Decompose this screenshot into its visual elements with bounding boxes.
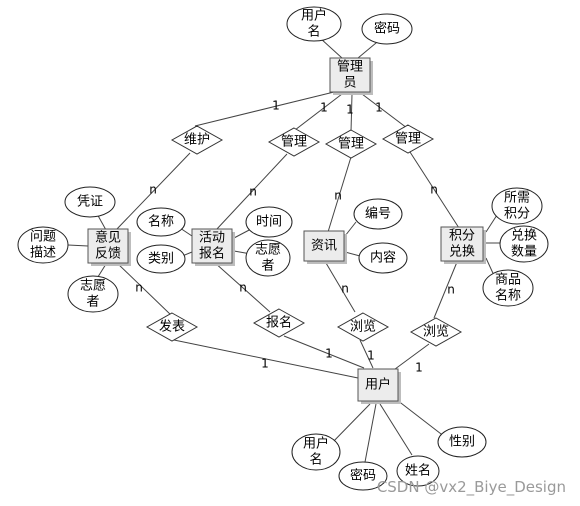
card-signup-user: 1 bbox=[325, 347, 333, 361]
attr-feedback-voucher: 凭证 bbox=[64, 186, 116, 218]
attr-user-username-line2: 名 bbox=[309, 452, 322, 468]
attr-user-name-label: 姓名 bbox=[405, 463, 431, 479]
attr-points-product-name-line2: 名称 bbox=[495, 288, 521, 304]
relationship-browse-news-label: 浏览 bbox=[350, 319, 376, 335]
attr-user-username: 用户 名 bbox=[291, 433, 341, 471]
attr-activity-time: 时间 bbox=[245, 206, 293, 238]
attr-admin-password: 密码 bbox=[361, 13, 413, 45]
attr-user-name: 姓名 bbox=[396, 455, 440, 487]
entity-admin-line1: 管理 bbox=[337, 60, 363, 75]
attr-activity-time-label: 时间 bbox=[256, 215, 282, 230]
entity-points: 积分 兑换 bbox=[440, 226, 486, 264]
card-signup-activity: n bbox=[239, 281, 247, 295]
relationship-publish: 发表 bbox=[145, 312, 199, 342]
card-maintain-admin: 1 bbox=[272, 99, 280, 113]
entity-feedback: 意见 反馈 bbox=[87, 228, 131, 266]
watermark: CSDN @vx2_Biye_Design bbox=[376, 478, 566, 496]
attr-news-number: 编号 bbox=[353, 198, 403, 230]
entity-admin: 管理 员 bbox=[329, 57, 373, 95]
attr-activity-category-label: 类别 bbox=[148, 252, 174, 267]
card-manage-activity-admin: 1 bbox=[320, 101, 328, 115]
relationship-browse-points-label: 浏览 bbox=[423, 324, 449, 340]
attr-points-exchange-qty: 兑换 数量 bbox=[499, 225, 549, 263]
entity-news-label: 资讯 bbox=[311, 239, 337, 254]
card-publish-user: 1 bbox=[261, 357, 269, 371]
card-browse-news-user: 1 bbox=[367, 349, 375, 363]
entity-feedback-line1: 意见 bbox=[95, 230, 121, 246]
attr-feedback-problem-line2: 描述 bbox=[30, 246, 56, 261]
cardinality-labels: 1 n 1 n 1 n 1 n n 1 n 1 n 1 n 1 bbox=[135, 99, 455, 375]
relationship-maintain: 维护 bbox=[170, 125, 224, 155]
card-manage-activity-activity: n bbox=[249, 185, 257, 199]
attr-activity-category: 类别 bbox=[136, 244, 186, 274]
attr-admin-username-line1: 用户 bbox=[301, 8, 327, 24]
attr-news-content-label: 内容 bbox=[370, 250, 396, 266]
attr-activity-name-label: 名称 bbox=[148, 214, 174, 230]
relationship-browse-news: 浏览 bbox=[336, 312, 390, 342]
attr-news-content: 内容 bbox=[358, 242, 408, 274]
entity-user: 用户 bbox=[357, 368, 401, 404]
attr-activity-volunteer-line2: 者 bbox=[261, 259, 274, 274]
card-manage-news-news: n bbox=[334, 189, 342, 203]
attr-user-password-label: 密码 bbox=[350, 468, 376, 484]
relationship-browse-points: 浏览 bbox=[409, 317, 463, 347]
attr-admin-password-label: 密码 bbox=[374, 21, 400, 37]
card-browse-points-user: 1 bbox=[415, 361, 423, 375]
relationship-manage-activity: 管理 bbox=[267, 127, 321, 157]
entity-activity-line1: 活动 bbox=[199, 231, 225, 246]
relationship-maintain-label: 维护 bbox=[184, 133, 210, 148]
card-browse-news-news: n bbox=[341, 282, 349, 296]
entity-user-label: 用户 bbox=[365, 377, 391, 393]
attr-points-product-name: 商品 名称 bbox=[482, 269, 534, 307]
attr-feedback-volunteer: 志愿 者 bbox=[67, 275, 119, 313]
entity-admin-line2: 员 bbox=[343, 76, 356, 91]
card-manage-points-points: n bbox=[430, 183, 438, 197]
connector-lines bbox=[67, 37, 501, 463]
card-browse-points-points: n bbox=[447, 283, 455, 297]
relationship-manage-activity-label: 管理 bbox=[281, 135, 307, 150]
entity-activity-line2: 报名 bbox=[199, 246, 225, 262]
relationship-manage-points: 管理 bbox=[381, 124, 435, 154]
attr-admin-username: 用户 名 bbox=[286, 6, 342, 42]
attr-points-required-line1: 所需 bbox=[504, 191, 530, 206]
attr-feedback-voucher-label: 凭证 bbox=[77, 195, 103, 210]
entity-activity: 活动 报名 bbox=[191, 228, 235, 266]
attr-feedback-problem-line1: 问题 bbox=[30, 230, 56, 245]
attr-feedback-volunteer-line2: 者 bbox=[86, 295, 99, 310]
attr-news-number-label: 编号 bbox=[365, 207, 391, 222]
entity-points-line2: 兑换 bbox=[449, 245, 475, 260]
attr-user-gender-label: 性别 bbox=[449, 435, 475, 450]
attr-points-exchange-qty-line2: 数量 bbox=[511, 245, 537, 260]
attr-user-username-line1: 用户 bbox=[303, 436, 329, 452]
relationship-manage-news: 管理 bbox=[324, 129, 378, 159]
relationship-manage-points-label: 管理 bbox=[395, 132, 421, 147]
relationship-signup: 报名 bbox=[252, 308, 306, 338]
attr-activity-volunteer-line1: 志愿 bbox=[255, 243, 281, 258]
attr-admin-username-line2: 名 bbox=[307, 24, 320, 40]
entity-news: 资讯 bbox=[303, 230, 347, 264]
relationship-signup-label: 报名 bbox=[266, 315, 292, 331]
card-publish-feedback: n bbox=[135, 281, 143, 295]
card-manage-points-admin: 1 bbox=[375, 101, 383, 115]
attr-activity-name: 名称 bbox=[136, 207, 186, 237]
entity-points-line1: 积分 bbox=[449, 229, 475, 244]
attr-feedback-volunteer-line1: 志愿 bbox=[80, 279, 106, 294]
attr-points-required: 所需 积分 bbox=[491, 187, 543, 225]
card-maintain-feedback: n bbox=[149, 183, 157, 197]
attr-points-exchange-qty-line1: 兑换 bbox=[511, 229, 537, 244]
attr-activity-volunteer: 志愿 者 bbox=[245, 239, 291, 277]
card-manage-news-admin: 1 bbox=[346, 103, 354, 117]
attr-user-password: 密码 bbox=[338, 461, 388, 491]
attr-points-required-line2: 积分 bbox=[504, 207, 530, 222]
attr-points-product-name-line1: 商品 bbox=[495, 273, 521, 288]
relationship-publish-label: 发表 bbox=[159, 319, 185, 335]
attr-user-gender: 性别 bbox=[437, 426, 487, 458]
attr-feedback-problem: 问题 描述 bbox=[17, 226, 69, 264]
entity-feedback-line2: 反馈 bbox=[95, 247, 121, 262]
relationship-manage-news-label: 管理 bbox=[338, 137, 364, 152]
